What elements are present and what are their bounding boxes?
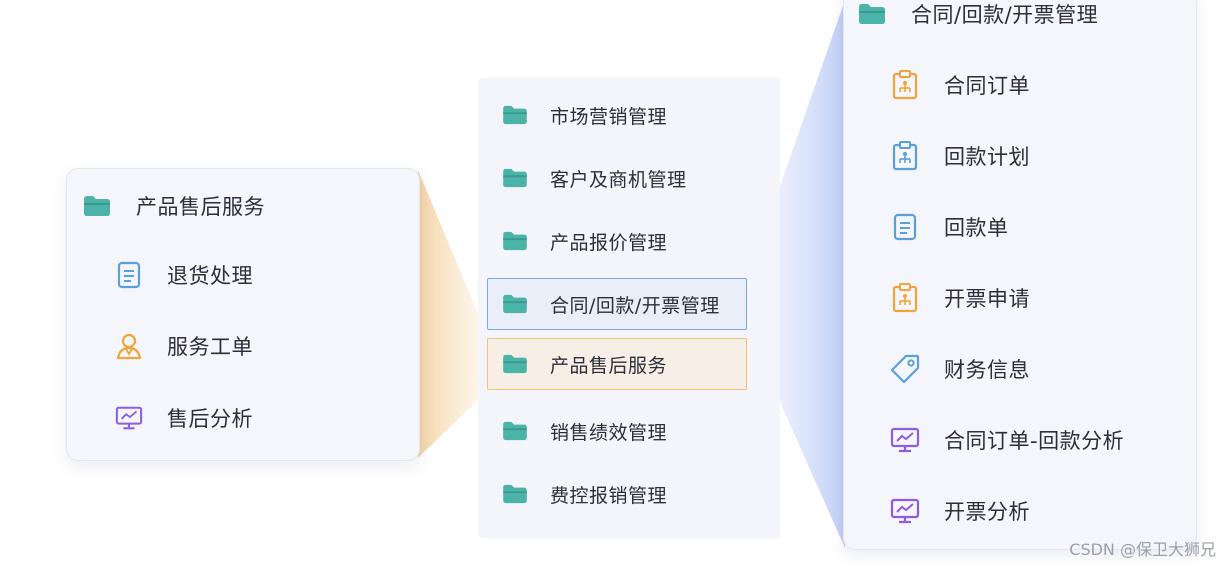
folder-icon [502, 168, 528, 188]
module-contract-payment-invoice[interactable]: 合同/回款/开票管理 [487, 278, 747, 330]
menu-item-service-ticket[interactable]: 服务工单 [115, 331, 253, 361]
module-label: 产品报价管理 [550, 231, 668, 254]
menu-item-label: 合同订单 [944, 74, 1030, 98]
menu-item-label: 回款计划 [944, 145, 1030, 169]
orange-beam [418, 170, 488, 458]
menu-item-label: 开票分析 [944, 500, 1030, 524]
panel-title: 产品售后服务 [136, 195, 265, 219]
menu-item-label: 合同订单-回款分析 [944, 429, 1125, 453]
module-label: 销售绩效管理 [550, 421, 668, 444]
contract-panel: 合同/回款/开票管理 合同订单 回款计划 回款单 开票申请 财务信息 [843, 0, 1197, 550]
clipboard-icon [890, 141, 920, 171]
menu-item-invoice-analysis[interactable]: 开票分析 [890, 496, 1030, 526]
main-module-menu: 市场营销管理 客户及商机管理 产品报价管理 合同/回款/开票管理 产品售后服务 … [478, 78, 780, 538]
folder-icon [83, 195, 111, 217]
after-sales-panel: 产品售后服务 退货处理 服务工单 售后分析 [66, 168, 420, 461]
module-label: 费控报销管理 [550, 484, 668, 507]
menu-item-label: 售后分析 [167, 407, 253, 431]
monitor-chart-icon [890, 498, 920, 524]
tag-icon [890, 354, 920, 384]
menu-item-label: 财务信息 [944, 358, 1030, 382]
menu-item-payment-receipt[interactable]: 回款单 [890, 212, 1009, 242]
menu-item-returns[interactable]: 退货处理 [115, 260, 253, 290]
module-quotation[interactable]: 产品报价管理 [487, 215, 747, 267]
menu-item-contract-order[interactable]: 合同订单 [890, 70, 1030, 100]
menu-item-label: 退货处理 [167, 264, 253, 288]
folder-icon [502, 231, 528, 251]
panel-title: 合同/回款/开票管理 [911, 3, 1099, 27]
menu-item-payment-plan[interactable]: 回款计划 [890, 141, 1030, 171]
blue-beam [748, 0, 845, 548]
module-expense-control[interactable]: 费控报销管理 [487, 468, 747, 520]
document-icon [115, 261, 143, 289]
menu-item-label: 回款单 [944, 216, 1009, 240]
contract-panel-title: 合同/回款/开票管理 [858, 0, 1098, 29]
user-icon [115, 332, 143, 360]
clipboard-icon [890, 283, 920, 313]
module-sales-performance[interactable]: 销售绩效管理 [487, 405, 747, 457]
menu-item-after-sales-analysis[interactable]: 售后分析 [115, 403, 253, 433]
menu-item-finance-info[interactable]: 财务信息 [890, 354, 1030, 384]
module-label: 产品售后服务 [550, 354, 668, 377]
folder-icon [502, 421, 528, 441]
module-label: 市场营销管理 [550, 105, 668, 128]
menu-item-invoice-request[interactable]: 开票申请 [890, 283, 1030, 313]
module-label: 合同/回款/开票管理 [550, 294, 720, 317]
folder-icon [502, 484, 528, 504]
after-sales-panel-title: 产品售后服务 [83, 191, 265, 221]
menu-item-label: 开票申请 [944, 287, 1030, 311]
folder-icon [502, 354, 528, 374]
module-after-sales[interactable]: 产品售后服务 [487, 338, 747, 390]
folder-icon [858, 3, 886, 25]
folder-icon [502, 294, 528, 314]
module-label: 客户及商机管理 [550, 168, 687, 191]
menu-item-label: 服务工单 [167, 335, 253, 359]
menu-item-contract-payment-analysis[interactable]: 合同订单-回款分析 [890, 425, 1124, 455]
watermark: CSDN @保卫大狮兄 [1069, 540, 1216, 559]
folder-icon [502, 105, 528, 125]
clipboard-icon [890, 70, 920, 100]
module-customer-opportunity[interactable]: 客户及商机管理 [487, 152, 747, 204]
module-marketing[interactable]: 市场营销管理 [487, 89, 747, 141]
monitor-chart-icon [890, 427, 920, 453]
document-icon [890, 213, 920, 241]
monitor-chart-icon [115, 405, 143, 431]
